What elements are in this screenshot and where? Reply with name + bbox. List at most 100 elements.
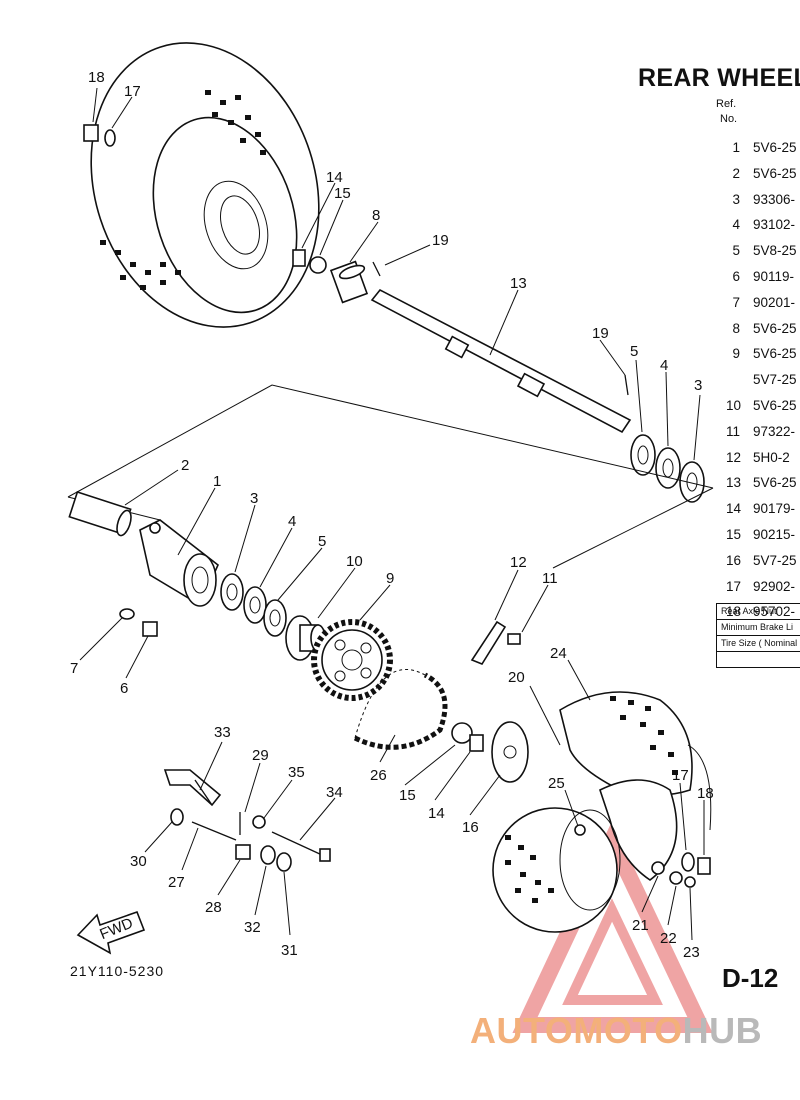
- part-number: 90179-: [753, 501, 796, 517]
- part-23: [684, 876, 696, 888]
- part-number: 5V6-25: [753, 397, 797, 413]
- callout-23: 23: [683, 944, 700, 961]
- wheel-bolt-25: [574, 824, 586, 836]
- ref-number: 2: [732, 165, 740, 181]
- collar-2: [68, 490, 132, 537]
- rod-27: [191, 821, 237, 841]
- callout-22: 22: [660, 930, 677, 947]
- part-21: [651, 861, 665, 875]
- cotter-pin-19-top: [372, 261, 381, 277]
- callout-10: 10: [346, 553, 363, 570]
- part-number: 90215-: [753, 526, 796, 542]
- callout-27: 27: [168, 874, 185, 891]
- rear-tire-right: [492, 807, 621, 933]
- bearing-5-right: [630, 434, 656, 476]
- ref-number: 14: [726, 501, 742, 517]
- hub-8: [329, 260, 369, 304]
- spec-rear-axle-nut: Rear Axle Nut: [717, 604, 800, 620]
- watermark-part1: AUTOMOTO: [470, 1010, 683, 1051]
- callout-25: 25: [548, 775, 565, 792]
- callout-15-top: 15: [334, 185, 351, 202]
- callout-9: 9: [386, 570, 394, 587]
- part-number: 5V6-25: [753, 320, 797, 336]
- callout-17-right: 17: [672, 767, 689, 784]
- washer-17-right: [681, 852, 695, 872]
- washer-32: [260, 845, 276, 865]
- callout-29: 29: [252, 747, 269, 764]
- sprocket-9: [311, 619, 393, 701]
- washer-17: [104, 129, 116, 147]
- ref-header-line2: No.: [720, 113, 738, 125]
- ref-number: 8: [732, 320, 740, 336]
- part-number: 90201-: [753, 294, 796, 310]
- lock-washer-15-top: [309, 256, 327, 274]
- part-number: 93306-: [753, 191, 796, 207]
- spec-empty: [717, 652, 800, 667]
- ref-number: 13: [726, 475, 742, 491]
- chain-guide-12: [470, 620, 507, 665]
- ref-number: 6: [732, 268, 740, 284]
- brake-pedal-33: [163, 769, 222, 807]
- watermark-part2: HUB: [682, 1010, 763, 1051]
- watermark-logo: [512, 821, 713, 1033]
- callout-18-right: 18: [697, 785, 714, 802]
- callout-19-right: 19: [592, 325, 609, 342]
- part-number: 95702-: [753, 604, 796, 620]
- rear-axle-13: [370, 288, 632, 434]
- ref-number: 18: [726, 604, 742, 620]
- callout-2: 2: [181, 457, 189, 474]
- part-number: 5V6-25: [753, 165, 797, 181]
- drawing-code: 21Y110-5230: [70, 963, 165, 979]
- part-number: 92902-: [753, 578, 796, 594]
- cotter-pin-19-right: [624, 374, 629, 396]
- spec-tire-size: Tire Size ( Nominal: [717, 636, 800, 652]
- callout-19-top: 19: [432, 232, 449, 249]
- ref-number: 16: [726, 552, 742, 568]
- bolt-6: [142, 621, 158, 637]
- nut-14-bottom: [469, 734, 484, 752]
- callout-12: 12: [510, 554, 527, 571]
- part-number: 5V8-25: [753, 243, 797, 259]
- callout-28: 28: [205, 899, 222, 916]
- seal-3-right: [679, 461, 705, 503]
- callout-14-bottom: 14: [428, 805, 445, 822]
- callout-4-left: 4: [288, 513, 296, 530]
- ref-number: 5: [732, 243, 740, 259]
- ref-header-line1: Ref.: [716, 98, 737, 110]
- ref-number: 4: [732, 217, 740, 233]
- page-title: REAR WHEEL: [638, 64, 800, 92]
- part-number: 5V7-25: [753, 552, 797, 568]
- callout-7: 7: [70, 660, 78, 677]
- nut-18: [83, 124, 99, 142]
- bearing-5-left: [263, 599, 287, 637]
- ref-number: 12: [726, 449, 742, 465]
- callout-17: 17: [124, 83, 141, 100]
- lock-washer-15-bottom: [451, 722, 473, 744]
- callout-34: 34: [326, 784, 343, 801]
- callout-33: 33: [214, 724, 231, 741]
- part-number: 5V6-25: [753, 140, 797, 155]
- callout-5-right: 5: [630, 343, 638, 360]
- callout-21: 21: [632, 917, 649, 934]
- callout-1: 1: [213, 473, 221, 490]
- bearing-4-right: [655, 447, 681, 489]
- callout-8: 8: [372, 207, 380, 224]
- bolt-7: [119, 608, 135, 620]
- callout-5-left: 5: [318, 533, 326, 550]
- drive-chain-26: [353, 669, 448, 750]
- watermark-text: AUTOMOTOHUB: [470, 1010, 762, 1052]
- part-number: 5V7-25: [753, 372, 797, 388]
- part-number: 97322-: [753, 423, 796, 439]
- callout-4-right: 4: [660, 357, 668, 374]
- callout-18: 18: [88, 69, 105, 86]
- forward-direction-arrow: [76, 910, 146, 955]
- callout-24: 24: [550, 645, 567, 662]
- ref-number: 10: [726, 397, 742, 413]
- ref-number: 9: [732, 346, 740, 362]
- spec-minimum-brake: Minimum Brake Li: [717, 620, 800, 636]
- callout-15-bottom: 15: [399, 787, 416, 804]
- part-number: 5H0-2: [753, 449, 790, 465]
- bolt-34: [271, 831, 331, 862]
- nut-14-top: [292, 249, 306, 267]
